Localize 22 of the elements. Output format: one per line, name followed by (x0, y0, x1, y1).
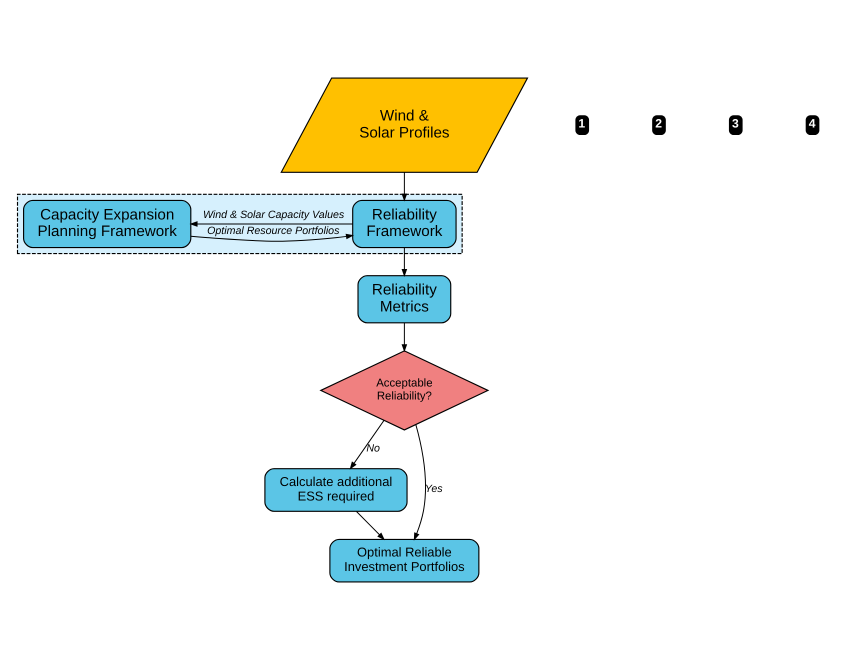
arrow (350, 419, 385, 470)
node-box: Reliability Framework (352, 199, 457, 248)
edge-label: Wind & Solar Capacity Values (202, 208, 344, 221)
edge-label: No (366, 442, 380, 454)
label: 3 (732, 116, 739, 130)
node-box: Capacity Expansion Planning Framework (23, 199, 192, 248)
arrow (402, 246, 408, 277)
node-box: Reliability Metrics (357, 274, 452, 323)
label: 1 (578, 116, 586, 130)
node-box: Optimal Reliable Investment Portfolios (329, 538, 480, 582)
arrow (190, 233, 354, 242)
node-box: Calculate additional ESS required (264, 468, 408, 512)
label: 4 (808, 116, 816, 130)
arrow (402, 171, 408, 202)
edge-label: Yes (424, 482, 443, 495)
arrow (356, 510, 385, 540)
arrow (414, 424, 426, 540)
edge-label: Optimal Resource Portfolios (207, 224, 340, 237)
label: 2 (655, 116, 662, 130)
arrow (402, 322, 408, 352)
arrow (189, 220, 353, 226)
node-diamond: Acceptable Reliability? (319, 350, 490, 430)
